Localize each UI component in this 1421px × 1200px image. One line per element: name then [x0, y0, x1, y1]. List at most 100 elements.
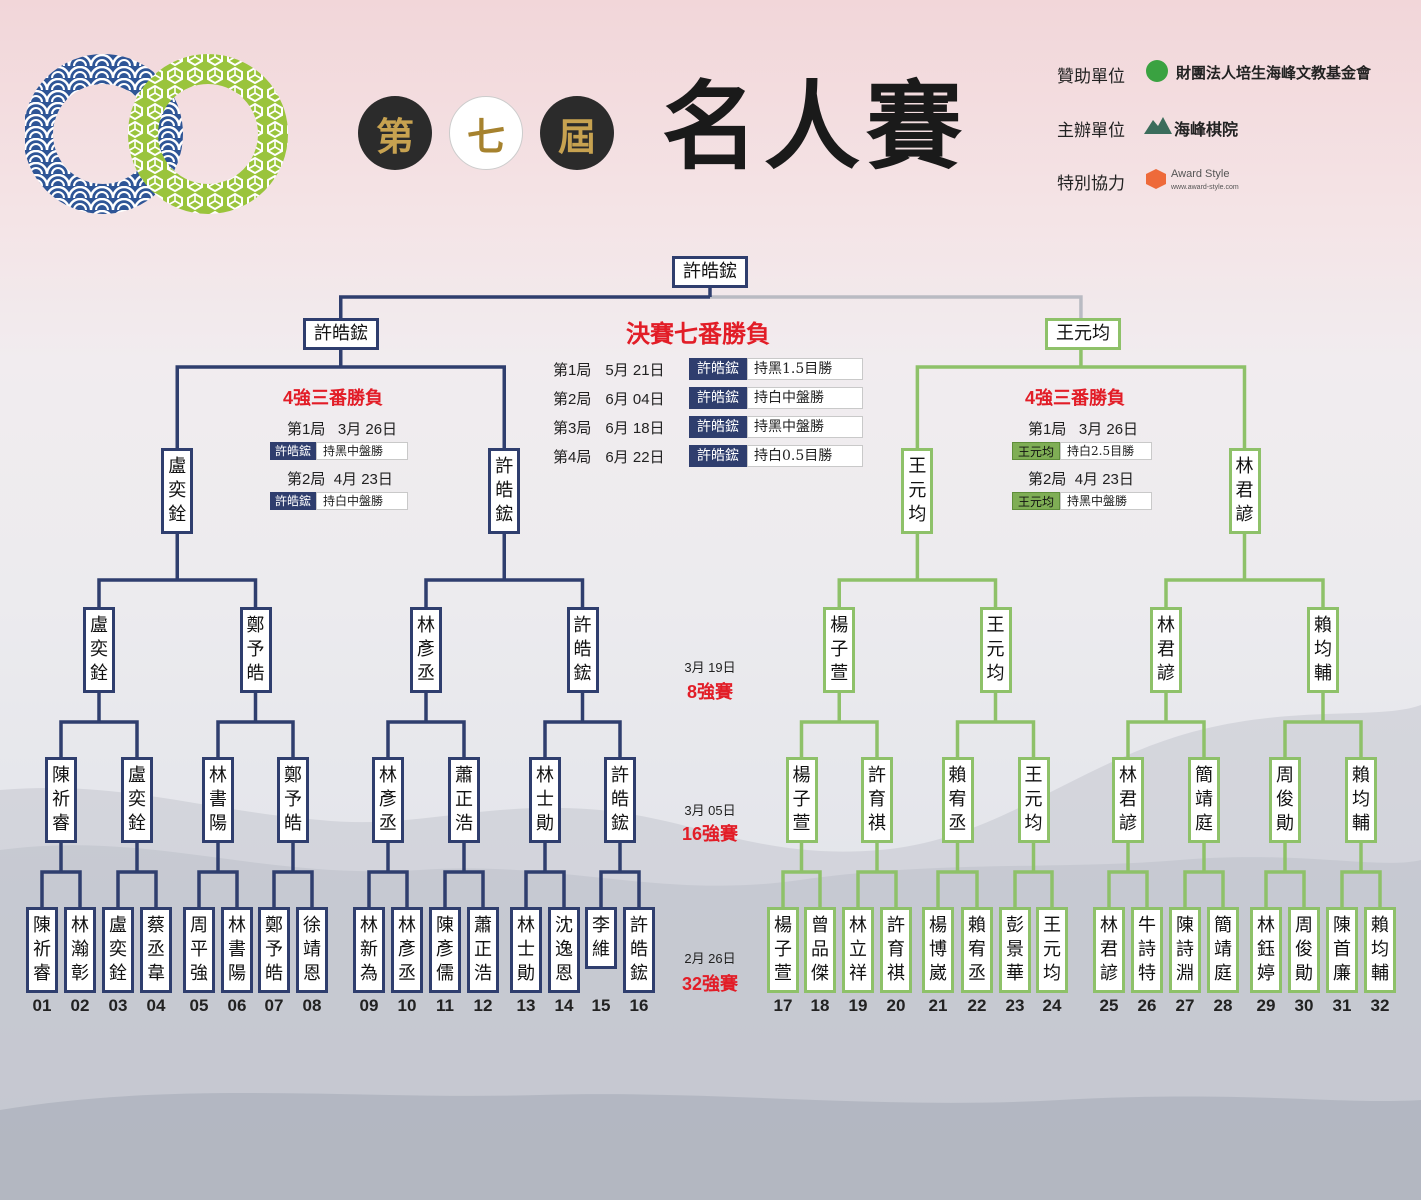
qf-winner: 賴均輔	[1307, 607, 1339, 693]
r16-winner: 楊子萱	[785, 757, 818, 843]
seed-number: 14	[554, 996, 574, 1015]
r8-label: 8強賽	[686, 682, 733, 702]
seed-number: 18	[810, 996, 830, 1015]
seed-number: 20	[886, 996, 906, 1015]
sf-player: 王元均	[901, 448, 934, 534]
seed-number: 16	[629, 996, 649, 1015]
sf-left-g2-winner: 許皓鋐	[270, 492, 317, 510]
sf-right-game2-label: 第2局 4月 23日	[1028, 468, 1134, 489]
player-04: 蔡丞韋	[140, 907, 172, 993]
mountain-icon	[1144, 117, 1172, 134]
r16-winner: 王元均	[1017, 757, 1050, 843]
final-game-date: 6月 22日	[605, 449, 665, 466]
sponsor-name-2: 海峰棋院	[1174, 120, 1239, 139]
r32-date: 2月 26日	[684, 951, 736, 966]
award-style-icon	[1146, 169, 1166, 189]
edition-circle-2: 七	[449, 96, 523, 170]
r16-winner: 林彥丞	[372, 757, 404, 843]
sponsor-role-1: 贊助單位	[1057, 67, 1125, 86]
r32-label: 32強賽	[681, 974, 739, 994]
link-r16	[386, 720, 466, 757]
link-r32	[1107, 870, 1149, 907]
r16-winner: 賴宥丞	[941, 757, 974, 843]
link-r16	[216, 720, 295, 757]
link-r16	[543, 720, 622, 757]
seed-number: 25	[1099, 996, 1119, 1015]
player-13: 林士勛	[510, 907, 542, 993]
sf-right-g1-result: 持白2.5目勝	[1060, 442, 1153, 460]
link-r32	[197, 870, 239, 907]
sf-left-g1-date: 3月 26日	[337, 421, 398, 438]
sf-left-game2-label: 第2局 4月 23日	[287, 468, 393, 489]
sf-right-g2-result: 持黑中盤勝	[1060, 492, 1153, 510]
player-21: 楊博崴	[922, 907, 954, 993]
qf-winner: 王元均	[979, 607, 1012, 693]
player-11: 陳彥儒	[429, 907, 461, 993]
player-27: 陳詩淵	[1169, 907, 1201, 993]
page-title: 名人賽	[662, 70, 968, 183]
seed-number: 23	[1005, 996, 1025, 1015]
player-07: 鄭予皓	[258, 907, 290, 993]
player-29: 林鈺婷	[1250, 907, 1282, 993]
final-game-result: 許皓鋐持黑1.5目勝	[689, 358, 863, 380]
final-game-outcome: 持白0.5目勝	[747, 445, 863, 467]
logo-rings	[25, 54, 288, 214]
final-title: 決賽七番勝負	[626, 321, 770, 348]
qf-winner: 楊子萱	[823, 607, 856, 693]
sf-right-g2-label: 第2局	[1028, 471, 1067, 488]
final-game-number: 第1局	[553, 362, 592, 379]
sf-player: 盧奕銓	[161, 448, 194, 534]
link-final-right	[710, 295, 1083, 318]
sf-right-g1-date: 3月 26日	[1078, 421, 1139, 438]
link-final-left	[339, 295, 710, 318]
seed-number: 26	[1137, 996, 1157, 1015]
sponsor-name-1: 財團法人培生海峰文教基金會	[1176, 65, 1372, 82]
link-qf	[424, 578, 585, 607]
sf-left-game1-label: 第1局 3月 26日	[287, 418, 397, 439]
sf-right-g2-winner: 王元均	[1012, 492, 1061, 510]
seed-number: 15	[591, 996, 611, 1015]
player-32: 賴均輔	[1364, 907, 1396, 993]
link-r16	[59, 720, 139, 757]
link-r32	[936, 870, 979, 907]
seed-number: 03	[108, 996, 128, 1015]
player-31: 陳首廉	[1326, 907, 1358, 993]
final-game-outcome: 持白中盤勝	[747, 387, 863, 409]
r16-date: 3月 05日	[684, 803, 736, 818]
edition-char-3: 屆	[557, 113, 596, 159]
player-23: 彭景華	[999, 907, 1031, 993]
player-01: 陳祈睿	[26, 907, 58, 993]
r16-winner: 蕭正浩	[448, 757, 480, 843]
r16-winner: 許育祺	[861, 757, 893, 843]
qf-winner: 林彥丞	[410, 607, 442, 693]
link-r32	[524, 870, 566, 907]
semifinal-left-title: 4強三番勝負	[283, 388, 384, 408]
final-game-winner: 許皓鋐	[689, 445, 747, 467]
final-game-result: 許皓鋐持白中盤勝	[689, 387, 863, 409]
link-r16	[955, 720, 1036, 757]
player-14: 沈逸恩	[548, 907, 580, 993]
link-r32	[116, 870, 158, 907]
r16-label: 16強賽	[681, 824, 739, 844]
r16-winner: 簡靖庭	[1188, 757, 1220, 843]
finalist-right: 王元均	[1045, 318, 1121, 350]
sf-right-game1-label: 第1局 3月 26日	[1028, 418, 1138, 439]
seed-number: 17	[773, 996, 793, 1015]
seed-number: 01	[32, 996, 52, 1015]
r16-winner: 周俊勛	[1269, 757, 1301, 843]
link-r32	[781, 870, 822, 907]
player-18: 曾品傑	[804, 907, 836, 993]
award-style-url: www.award-style.com	[1171, 184, 1239, 191]
sf-right-g1-winner: 王元均	[1012, 442, 1061, 460]
player-19: 林立祥	[842, 907, 874, 993]
sf-left-g1-label: 第1局	[287, 421, 326, 438]
champion-box: 許皓鋐	[672, 256, 748, 288]
player-26: 牛詩特	[1131, 907, 1163, 993]
player-02: 林瀚彰	[64, 907, 96, 993]
seed-number: 29	[1256, 996, 1276, 1015]
qf-winner: 林君諺	[1150, 607, 1182, 693]
sf-left-g1-result: 持黑中盤勝	[316, 442, 409, 460]
player-24: 王元均	[1036, 907, 1068, 993]
